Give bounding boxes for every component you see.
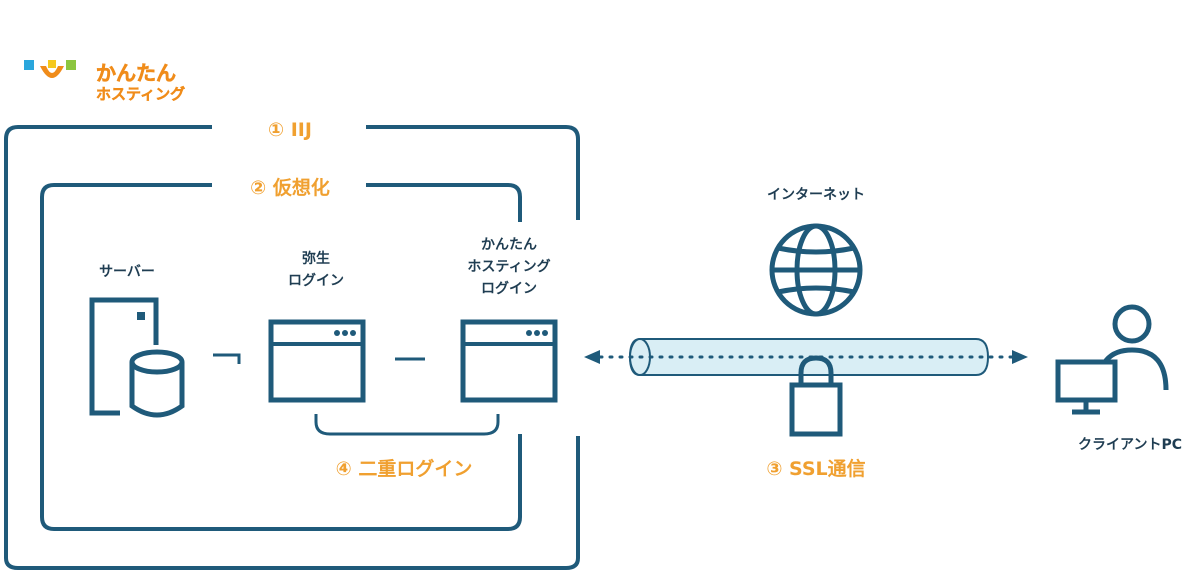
- lock-icon: [789, 355, 843, 437]
- yayoi-login-window-icon: [268, 319, 366, 403]
- hosting-login-window-icon: [460, 319, 558, 403]
- iij-label: ① IIJ: [268, 119, 312, 141]
- virtualization-boundary: [40, 183, 522, 531]
- globe-icon: [769, 223, 863, 317]
- arrow-right-icon: [1012, 350, 1028, 364]
- server-yayoi-connector: [213, 353, 241, 364]
- logo-line1: かんたん: [96, 61, 176, 85]
- hosting-login-label-line2: ホスティング: [467, 258, 550, 275]
- monitor-icon: [1055, 359, 1118, 415]
- logo-square-green: [66, 60, 76, 70]
- server-icon: [89, 297, 159, 416]
- virtualization-label: ② 仮想化: [250, 176, 330, 199]
- internet-label: インターネット: [767, 187, 865, 203]
- yayoi-login-label-line2: ログイン: [288, 272, 344, 289]
- hosting-login-label-line1: かんたん: [481, 237, 537, 253]
- database-icon: [129, 349, 185, 418]
- yayoi-login-label-line1: 弥生: [302, 250, 330, 267]
- logo-square-yellow: [48, 60, 56, 68]
- double-login-bracket: [314, 414, 500, 436]
- double-login-label: ④ 二重ログイン: [336, 457, 473, 480]
- logo-smile-mark: [40, 66, 64, 78]
- logo-line2: ホスティング: [96, 85, 185, 103]
- hosting-login-label-line3: ログイン: [481, 280, 537, 297]
- server-label: サーバー: [99, 264, 155, 280]
- client-pc-label: クライアントPC: [1078, 437, 1182, 453]
- ssl-label: ③ SSL通信: [766, 457, 865, 480]
- kantan-hosting-logo: かんたん ホスティング: [24, 60, 185, 103]
- arrow-left-icon: [584, 350, 600, 364]
- logo-square-blue: [24, 60, 34, 70]
- iij-boundary: [4, 125, 580, 570]
